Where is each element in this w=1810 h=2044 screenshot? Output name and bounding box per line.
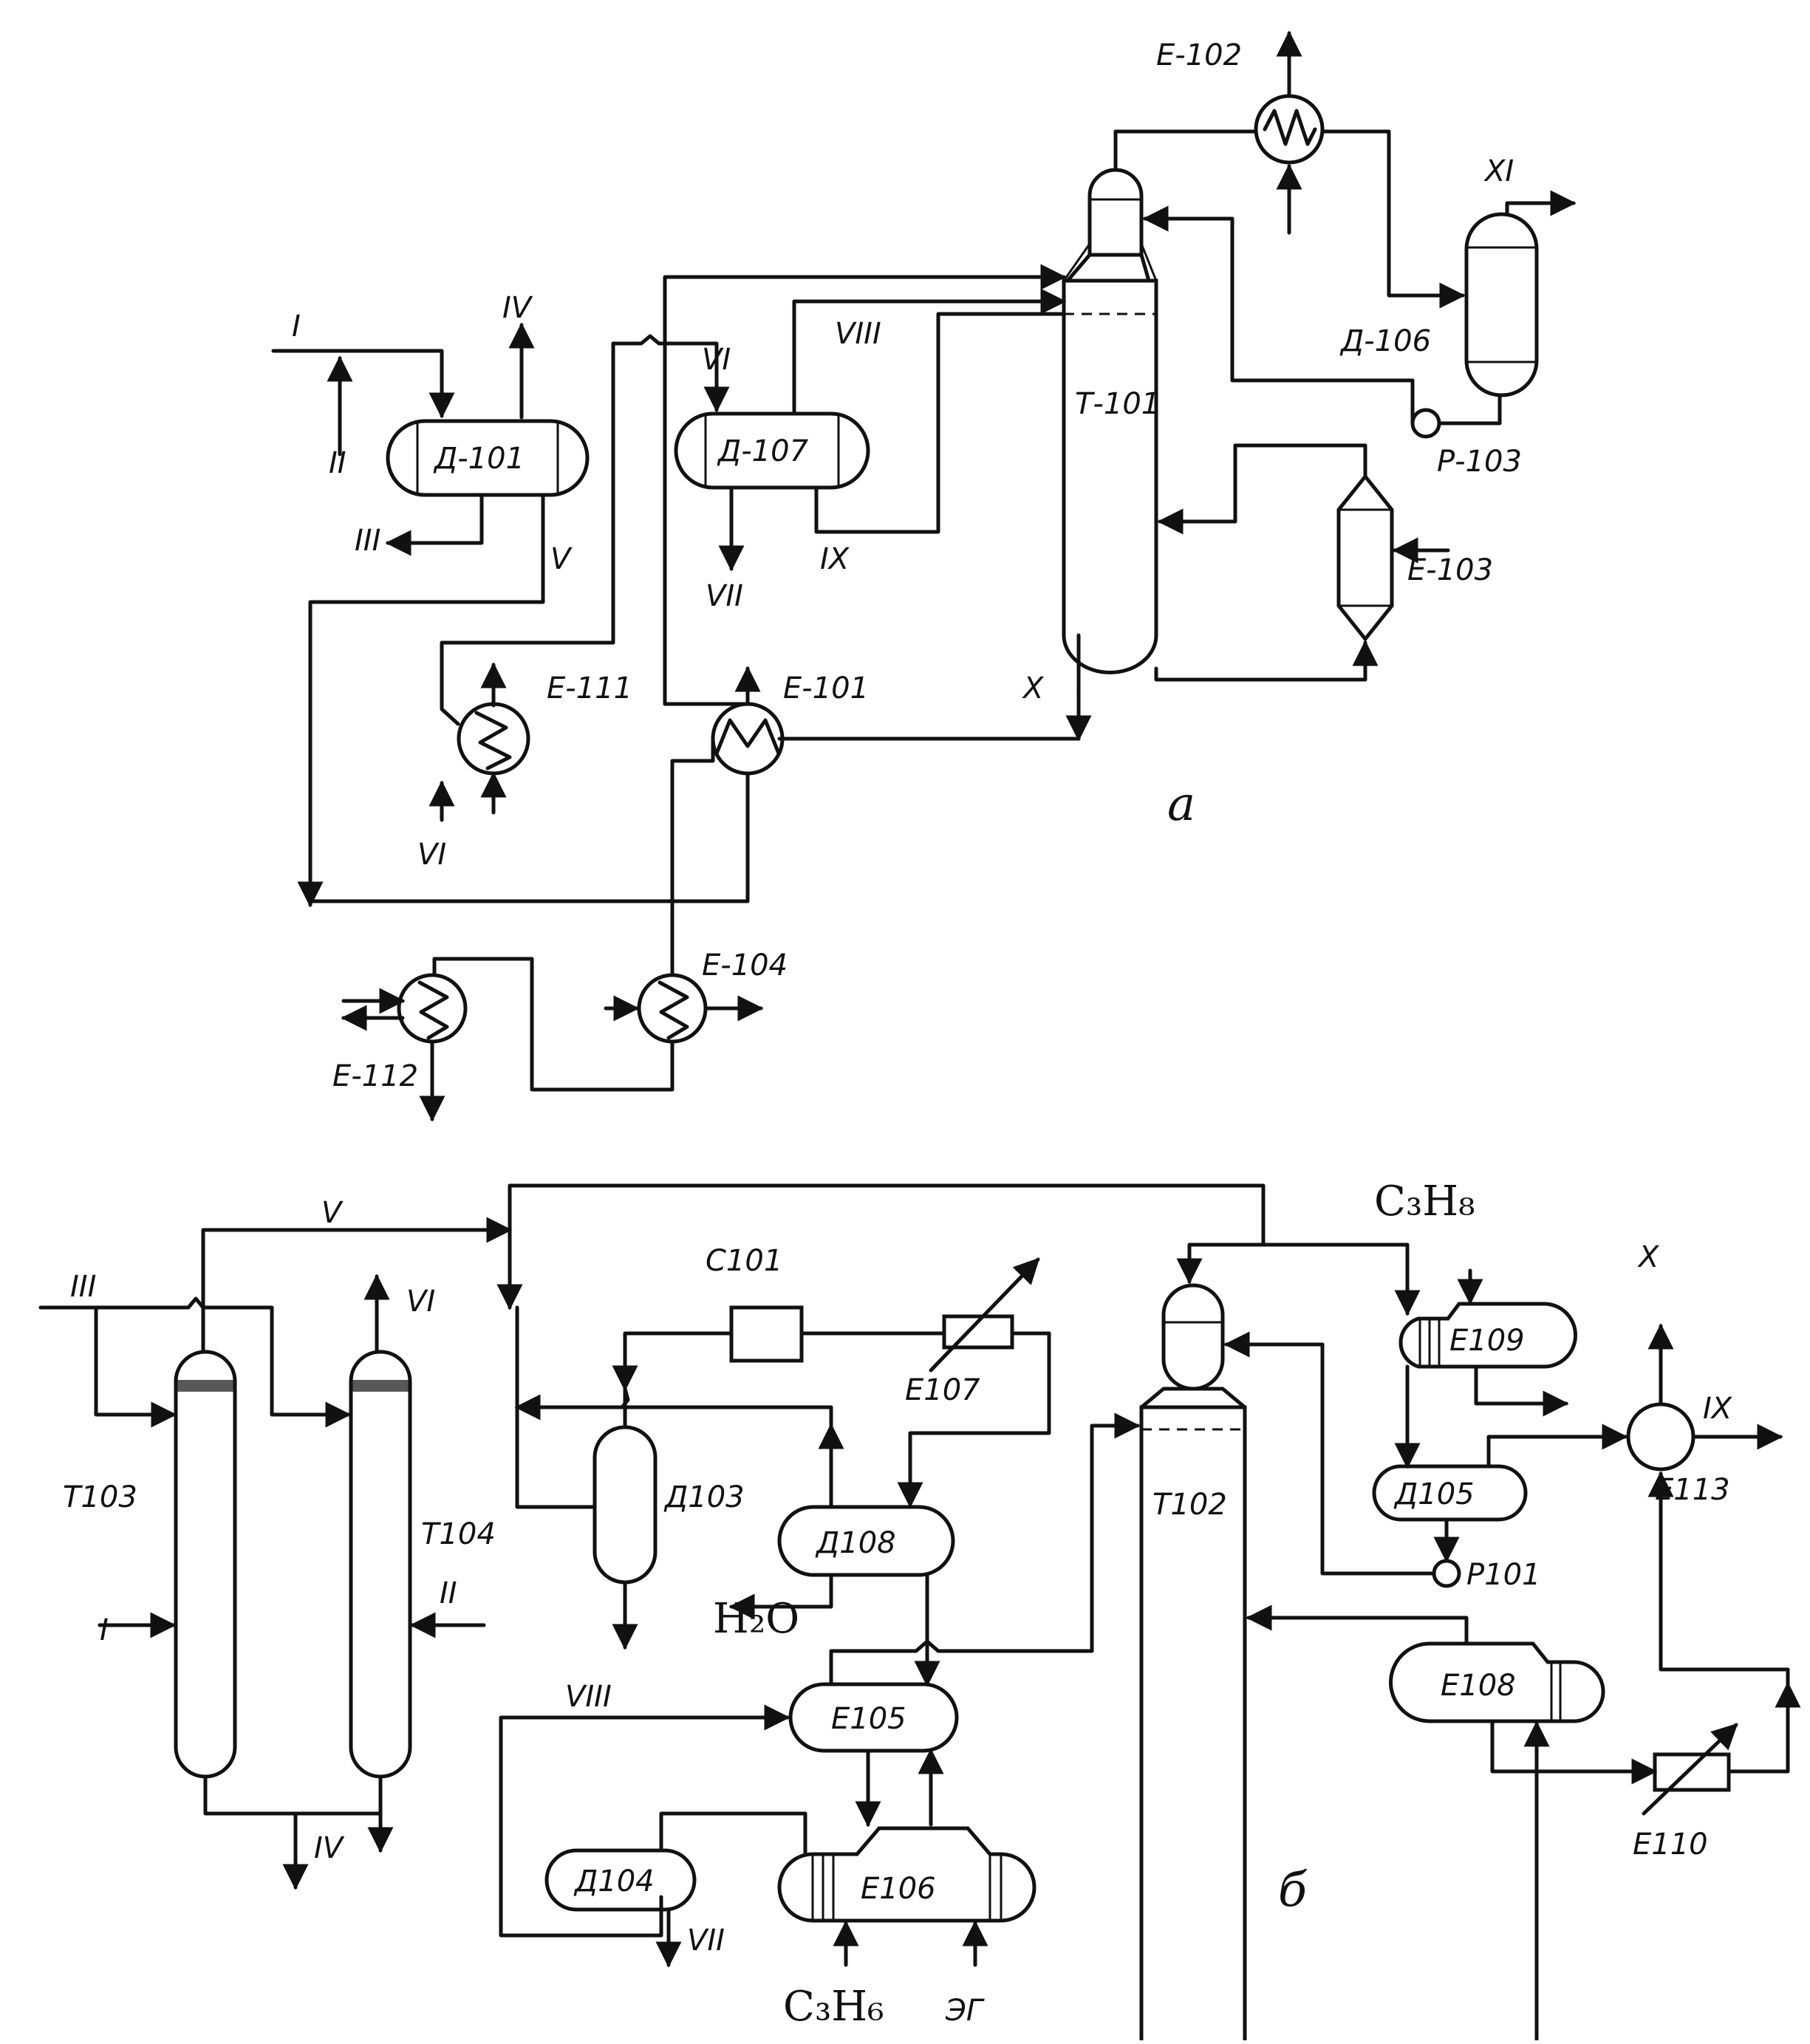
caption-a: а <box>1167 777 1195 832</box>
stream-b-water: H₂O <box>713 1595 799 1643</box>
caption-b: б <box>1278 1863 1308 1918</box>
label-d108: Д108 <box>815 1526 896 1560</box>
stream-b-vii: VII <box>687 1924 725 1958</box>
heater-e110: Е110 <box>1633 1723 1738 1862</box>
stream-b-v: V <box>321 1196 344 1230</box>
label-t101: Т-101 <box>1075 387 1160 421</box>
pump-p103: Р-103 <box>1410 408 1522 479</box>
condenser-e109: Е109 <box>1399 1302 1577 1369</box>
label-t104: Т104 <box>421 1517 496 1551</box>
stream-labels-a: I II III IV V VI VI VII VIII IX X XI <box>292 154 1514 872</box>
label-d105: Д105 <box>1393 1477 1475 1511</box>
condenser-e102: Е-102 <box>1156 38 1325 165</box>
stream-b-ii: II <box>440 1576 457 1610</box>
stream-b-iii: III <box>70 1270 96 1304</box>
panel-a: Д-101 Д-107 Т-101 Е-102 <box>271 30 1577 1122</box>
stream-a-vi-bottom: VI <box>417 838 446 872</box>
label-d104: Д104 <box>573 1864 655 1898</box>
pipelines-a <box>271 30 1577 1122</box>
stream-a-x: X <box>1022 671 1045 705</box>
label-e106: Е106 <box>861 1872 936 1906</box>
stream-labels-b: I II III IV V VI VII VIII IX X H₂O C₃H₆ … <box>70 1177 1733 2031</box>
label-t103: Т103 <box>63 1480 137 1514</box>
vessel-d101: Д-101 <box>386 419 590 497</box>
stream-a-i: I <box>292 310 301 343</box>
vessel-d107: Д-107 <box>674 411 870 490</box>
label-e103: Е-103 <box>1407 553 1493 587</box>
reboiler-e108: Е108 <box>1389 1641 1605 1723</box>
heat-exchanger-e104: Е-104 <box>637 948 788 1044</box>
stream-b-x: X <box>1637 1240 1660 1274</box>
label-p103: Р-103 <box>1437 445 1522 479</box>
label-e110: Е110 <box>1633 1828 1708 1862</box>
column-t104: Т104 <box>349 1350 496 1779</box>
label-e109: Е109 <box>1449 1324 1525 1358</box>
stream-b-i: I <box>100 1613 109 1647</box>
label-d106: Д-106 <box>1339 324 1431 358</box>
stream-b-propane: C₃H₈ <box>1374 1177 1475 1226</box>
label-c101: С101 <box>706 1244 782 1278</box>
label-e113: Е113 <box>1655 1473 1730 1507</box>
label-e104: Е-104 <box>702 948 788 982</box>
evaporator-e106: Е106 <box>777 1826 1037 1923</box>
cooler-e107: Е107 <box>905 1257 1040 1407</box>
heat-exchanger-e112: Е-112 <box>332 973 468 1093</box>
column-t101: Т-101 <box>1062 168 1160 674</box>
stream-b-viii: VIII <box>565 1680 612 1714</box>
label-d107: Д-107 <box>717 434 809 468</box>
label-d101: Д-101 <box>433 442 525 476</box>
label-e112: Е-112 <box>332 1059 418 1093</box>
heat-exchanger-e111: Е-111 <box>457 671 632 776</box>
label-p101: Р101 <box>1466 1558 1540 1592</box>
pump-p101: Р101 <box>1432 1558 1540 1592</box>
stream-a-v: V <box>550 542 573 576</box>
vessel-d104: Д104 <box>544 1848 697 1912</box>
stream-a-xi: XI <box>1483 154 1514 188</box>
stream-b-ix: IX <box>1703 1392 1733 1426</box>
vessel-d108: Д108 <box>777 1505 955 1577</box>
stream-a-iv: IV <box>502 291 533 325</box>
label-d103: Д103 <box>663 1480 745 1514</box>
stream-b-vi: VI <box>406 1285 435 1319</box>
pipelines-b <box>38 1183 1801 2044</box>
reflux-drum-d106: Д-106 <box>1339 212 1539 397</box>
label-e105: Е105 <box>831 1702 906 1736</box>
label-e102: Е-102 <box>1156 38 1242 72</box>
column-t103: Т103 <box>63 1350 237 1779</box>
vessel-d105: Д105 <box>1372 1464 1528 1522</box>
stream-a-ii: II <box>329 446 346 480</box>
stream-a-vii: VII <box>706 579 743 613</box>
label-e108: Е108 <box>1441 1669 1516 1703</box>
stream-a-vi-top: VI <box>702 343 731 377</box>
column-t102: Т102 <box>1139 1283 1247 2044</box>
stream-b-iv: IV <box>314 1831 345 1865</box>
panel-b: Т103 Т104 Д103 С101 Е107 Д108 <box>38 1177 1801 2044</box>
heat-exchanger-e101: Е-101 <box>711 671 869 776</box>
label-e107: Е107 <box>905 1373 980 1407</box>
stream-a-ix: IX <box>820 542 850 576</box>
heat-exchanger-e105: Е105 <box>788 1682 959 1753</box>
reboiler-e103: Е-103 <box>1336 473 1493 643</box>
stream-a-iii: III <box>355 524 380 558</box>
stream-b-eg: ЭГ <box>945 1994 985 2028</box>
stream-a-viii: VIII <box>835 317 881 351</box>
label-e111: Е-111 <box>547 671 632 705</box>
stream-b-propylene: C₃H₆ <box>783 1983 884 2031</box>
separator-d103: Д103 <box>592 1425 745 1585</box>
label-e101: Е-101 <box>783 671 869 705</box>
label-t102: Т102 <box>1152 1488 1227 1522</box>
compressor-c101: С101 <box>706 1244 804 1363</box>
